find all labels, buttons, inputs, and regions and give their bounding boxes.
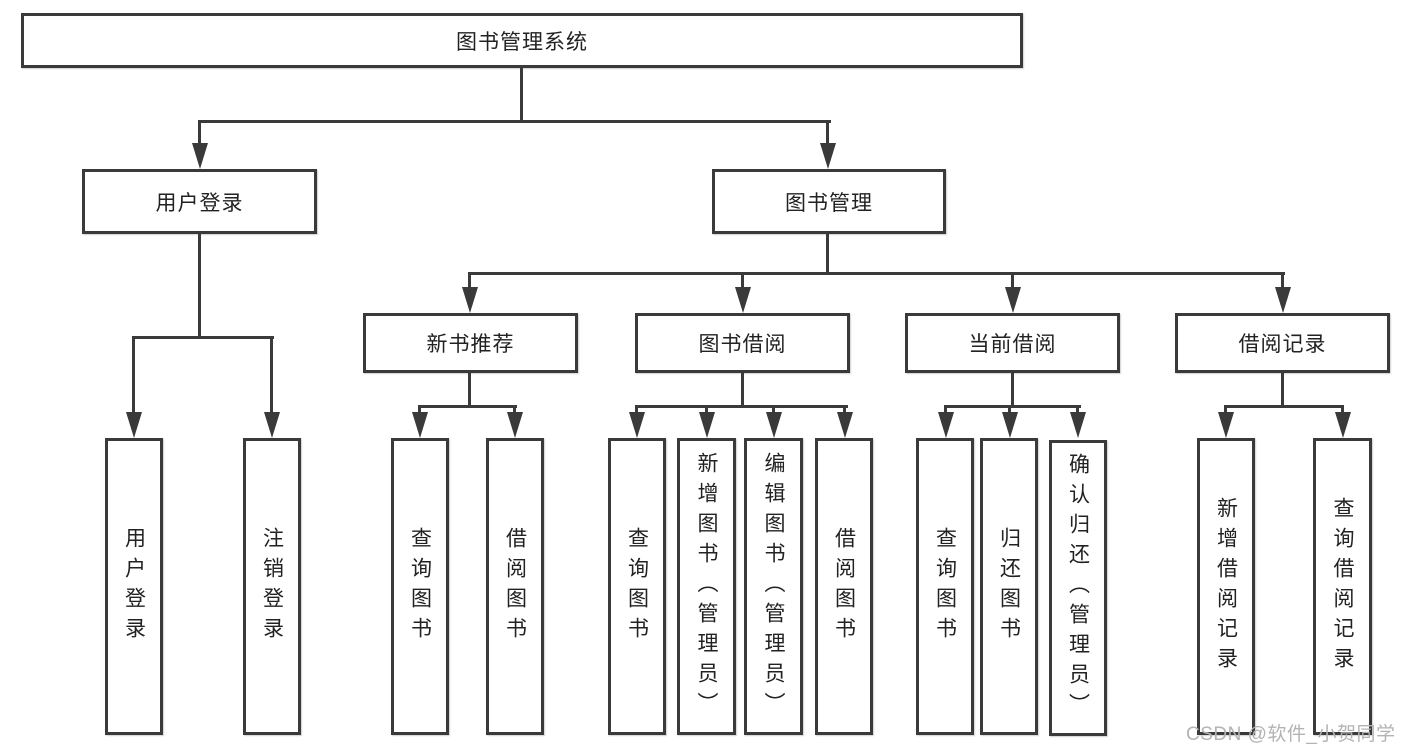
leaf-user-login: 用户登录 xyxy=(105,438,163,735)
connector-line xyxy=(198,120,201,146)
connector-line xyxy=(843,405,846,415)
leaf-query-books-recommend-label: 查询图书 xyxy=(408,526,432,647)
leaf-add-book-admin: 新增图书（管理员） xyxy=(677,438,736,735)
arrowhead-icon xyxy=(1275,287,1291,313)
arrowhead-icon xyxy=(766,412,782,438)
connector-line xyxy=(468,373,471,408)
leaf-add-book-admin-label: 新增图书（管理员） xyxy=(695,451,718,722)
arrowhead-icon xyxy=(1218,412,1234,438)
node-user-login: 用户登录 xyxy=(82,169,317,234)
leaf-logout: 注销登录 xyxy=(243,438,301,735)
leaf-logout-label: 注销登录 xyxy=(260,526,284,647)
leaf-query-books-current-label: 查询图书 xyxy=(933,526,957,647)
connector-line xyxy=(635,405,848,408)
leaf-return-book-label: 归还图书 xyxy=(997,526,1021,647)
arrowhead-icon xyxy=(1005,287,1021,313)
arrowhead-icon xyxy=(462,287,478,313)
arrowhead-icon xyxy=(412,412,428,438)
node-root: 图书管理系统 xyxy=(21,13,1023,68)
connector-line xyxy=(1281,373,1284,408)
node-book-management: 图书管理 xyxy=(712,169,946,234)
connector-line xyxy=(1341,405,1344,415)
leaf-borrow-books-recommend-label: 借阅图书 xyxy=(503,526,527,647)
connector-line xyxy=(826,120,829,146)
leaf-borrow-books-borrowing-label: 借阅图书 xyxy=(832,526,856,647)
node-book-borrowing: 图书借阅 xyxy=(635,313,850,373)
leaf-return-book: 归还图书 xyxy=(980,438,1038,735)
connector-line xyxy=(741,373,744,408)
node-borrowing-records-label: 借阅记录 xyxy=(1238,333,1327,356)
arrowhead-icon xyxy=(735,287,751,313)
arrowhead-icon xyxy=(264,412,280,438)
arrowhead-icon xyxy=(126,412,142,438)
connector-line xyxy=(468,272,1285,275)
arrowhead-icon xyxy=(507,412,523,438)
connector-line xyxy=(1011,272,1014,288)
arrowhead-icon xyxy=(837,412,853,438)
leaf-edit-book-admin: 编辑图书（管理员） xyxy=(744,438,803,735)
leaf-query-books-current: 查询图书 xyxy=(916,438,974,735)
connector-line xyxy=(1224,405,1227,415)
leaf-query-books-borrowing: 查询图书 xyxy=(608,438,666,735)
connector-line xyxy=(826,234,829,275)
node-book-borrowing-label: 图书借阅 xyxy=(698,333,787,356)
watermark: CSDN @软件_小贺同学 xyxy=(1186,724,1396,745)
arrowhead-icon xyxy=(938,412,954,438)
connector-line xyxy=(132,336,135,414)
arrowhead-icon xyxy=(820,143,836,169)
leaf-confirm-return-admin: 确认归还（管理员） xyxy=(1049,440,1107,736)
arrowhead-icon xyxy=(629,412,645,438)
leaf-user-login-label: 用户登录 xyxy=(122,526,146,647)
connector-line xyxy=(772,405,775,415)
connector-line xyxy=(944,405,947,415)
node-new-book-recommend: 新书推荐 xyxy=(363,313,578,373)
node-root-label: 图书管理系统 xyxy=(456,30,588,54)
connector-line xyxy=(468,272,471,288)
node-new-book-recommend-label: 新书推荐 xyxy=(426,333,515,356)
leaf-query-books-borrowing-label: 查询图书 xyxy=(625,526,649,647)
leaf-add-borrow-record-label: 新增借阅记录 xyxy=(1214,496,1238,677)
arrowhead-icon xyxy=(699,412,715,438)
connector-line xyxy=(741,272,744,288)
leaf-confirm-return-admin-label: 确认归还（管理员） xyxy=(1066,453,1090,723)
leaf-query-books-recommend: 查询图书 xyxy=(391,438,449,735)
arrowhead-icon xyxy=(1070,412,1086,438)
connector-line xyxy=(198,120,831,123)
connector-line xyxy=(520,68,523,123)
connector-line xyxy=(1008,405,1011,415)
connector-line xyxy=(635,405,638,415)
connector-line xyxy=(132,336,274,339)
connector-line xyxy=(944,405,1081,408)
node-borrowing-records: 借阅记录 xyxy=(1175,313,1390,373)
leaf-borrow-books-borrowing: 借阅图书 xyxy=(815,438,873,735)
node-current-borrowing-label: 当前借阅 xyxy=(968,333,1057,356)
node-user-login-label: 用户登录 xyxy=(155,191,244,215)
arrowhead-icon xyxy=(192,143,208,169)
connector-line xyxy=(1076,405,1079,415)
node-book-management-label: 图书管理 xyxy=(785,191,873,215)
leaf-query-borrow-record-label: 查询借阅记录 xyxy=(1331,496,1354,677)
connector-line xyxy=(705,405,708,415)
connector-line xyxy=(1011,373,1014,408)
node-current-borrowing: 当前借阅 xyxy=(905,313,1120,373)
connector-line xyxy=(1281,272,1284,288)
arrowhead-icon xyxy=(1002,412,1018,438)
leaf-borrow-books-recommend: 借阅图书 xyxy=(486,438,544,735)
leaf-query-borrow-record: 查询借阅记录 xyxy=(1313,438,1372,735)
connector-line xyxy=(513,405,516,415)
connector-line xyxy=(418,405,517,408)
connector-line xyxy=(270,336,273,414)
connector-line xyxy=(1224,405,1344,408)
leaf-add-borrow-record: 新增借阅记录 xyxy=(1197,438,1255,735)
leaf-edit-book-admin-label: 编辑图书（管理员） xyxy=(762,451,785,722)
connector-line xyxy=(198,234,201,339)
arrowhead-icon xyxy=(1335,412,1351,438)
connector-line xyxy=(418,405,421,415)
